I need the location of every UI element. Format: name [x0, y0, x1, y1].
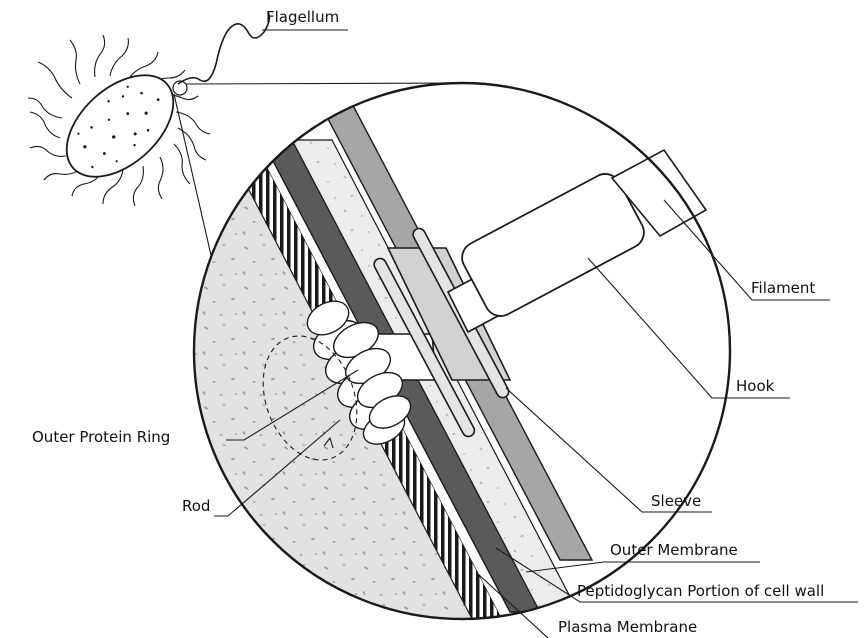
- label-sleeve: Sleeve: [651, 492, 701, 510]
- label-outer-protein-ring: Outer Protein Ring: [32, 428, 170, 446]
- flagellum-tail: [178, 12, 269, 84]
- label-hook: Hook: [736, 377, 775, 395]
- label-filament: Filament: [751, 279, 815, 297]
- bacterium-body: [48, 56, 192, 197]
- label-peptidoglycan: Peptidoglycan Portion of cell wall: [577, 582, 824, 600]
- label-rod: Rod: [182, 497, 210, 515]
- label-outer-membrane: Outer Membrane: [610, 541, 738, 559]
- label-flagellum: Flagellum: [266, 8, 339, 26]
- bacterium: [28, 12, 269, 206]
- label-plasma-membrane: Plasma Membrane: [558, 618, 697, 636]
